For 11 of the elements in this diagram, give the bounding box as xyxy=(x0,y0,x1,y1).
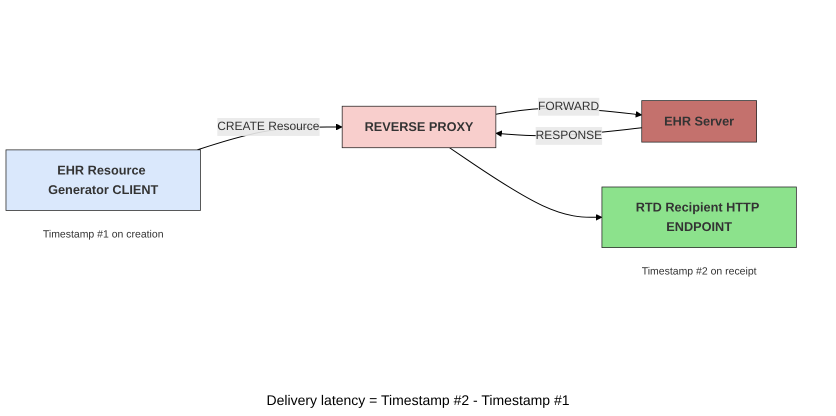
arrow xyxy=(449,147,602,221)
node-box: EHR Server xyxy=(641,100,757,142)
node-box: REVERSE PROXY xyxy=(342,106,496,148)
note-text: Delivery latency = Timestamp #2 - Timestamp #1 xyxy=(266,391,570,410)
edge-label: CREATE Resource xyxy=(217,120,320,133)
node-box: RTD Recipient HTTP ENDPOINT xyxy=(602,186,797,248)
edge-label: FORWARD xyxy=(538,100,600,113)
node-label: Timestamp #1 on creation xyxy=(42,228,164,240)
node-label: Timestamp #2 on receipt xyxy=(642,264,757,277)
edge-label: RESPONSE xyxy=(536,129,602,142)
node-box: EHR Resource Generator CLIENT xyxy=(6,150,201,211)
